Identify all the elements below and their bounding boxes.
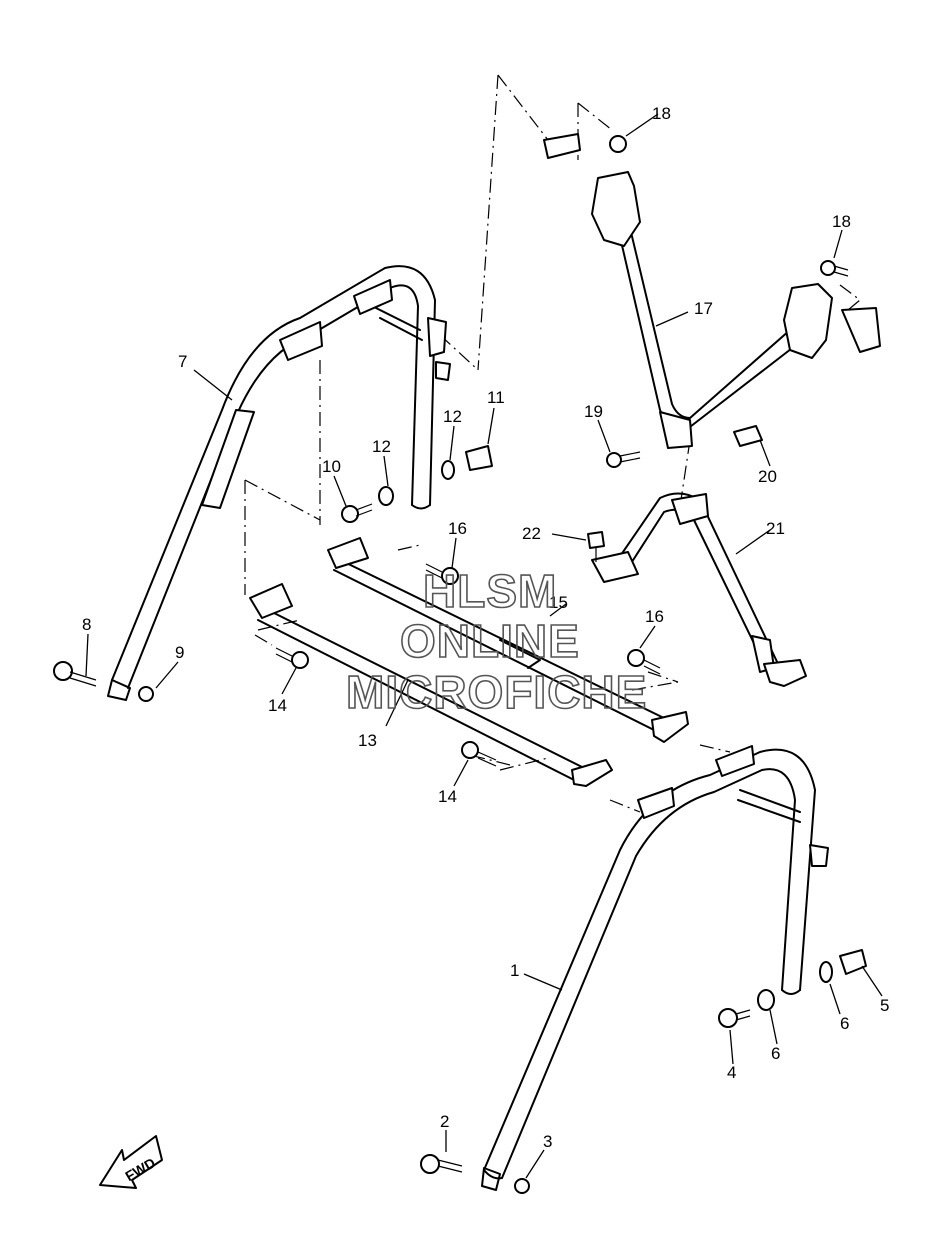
- bolt-18a: [609, 135, 627, 153]
- lower-cross-bar: [249, 583, 613, 787]
- callout-18a: 18: [652, 104, 671, 123]
- rear-cage-hoop: [107, 265, 451, 701]
- callout-10: 10: [322, 457, 341, 476]
- callout-15: 15: [549, 593, 568, 612]
- spacer-12b: [441, 460, 455, 480]
- callout-14b: 14: [438, 787, 457, 806]
- callout-1: 1: [510, 961, 519, 980]
- leader-lines: [85, 113, 883, 1179]
- callout-16a: 16: [448, 519, 467, 538]
- fwd-arrow-icon: FWD: [99, 1135, 163, 1189]
- callout-2: 2: [440, 1112, 449, 1131]
- callout-14a: 14: [268, 696, 287, 715]
- alignment-lines: [244, 74, 861, 813]
- callout-12a: 12: [372, 437, 391, 456]
- bolt-16b: [627, 649, 645, 667]
- bolt-18b: [820, 260, 836, 276]
- fasteners: [53, 135, 867, 1194]
- bolt-4: [718, 1008, 738, 1028]
- bolt-10: [341, 505, 359, 523]
- watermark: HLSM ONLINE MICROFICHE: [345, 564, 647, 719]
- bolt-22: [587, 531, 605, 549]
- callout-6b: 6: [840, 1014, 849, 1033]
- callout-numbers: 1 2 3 4 5 6 6 7 8 9 10 11 12 12 13 14 14…: [82, 104, 889, 1151]
- bolt-5: [839, 949, 867, 975]
- front-cage-hoop: [481, 745, 829, 1191]
- callout-17: 17: [694, 299, 713, 318]
- spacer-6b: [819, 961, 833, 983]
- bolt-11: [465, 445, 493, 471]
- callout-8: 8: [82, 615, 91, 634]
- bolt-16a: [441, 567, 459, 585]
- callout-22: 22: [522, 524, 541, 543]
- watermark-line-3: MICROFICHE: [346, 666, 647, 718]
- bolt-2: [420, 1154, 440, 1174]
- callout-5: 5: [880, 996, 889, 1015]
- callout-7: 7: [178, 352, 187, 371]
- callout-19: 19: [584, 402, 603, 421]
- bolt-14b: [461, 741, 479, 759]
- callout-4: 4: [727, 1063, 736, 1082]
- bolt-8: [53, 661, 73, 681]
- upper-cross-bar: [327, 537, 689, 743]
- upper-support-bracket: [543, 133, 881, 449]
- spacer-6a: [757, 989, 775, 1011]
- callout-9: 9: [175, 643, 184, 662]
- bolt-20: [733, 425, 763, 447]
- nut-3: [514, 1178, 530, 1194]
- callout-12b: 12: [443, 407, 462, 426]
- spacer-12a: [378, 486, 394, 506]
- callout-21: 21: [766, 519, 785, 538]
- callout-13: 13: [358, 731, 377, 750]
- callout-16b: 16: [645, 607, 664, 626]
- watermark-line-1: HLSM: [423, 565, 557, 617]
- callout-18b: 18: [832, 212, 851, 231]
- bolt-19: [606, 452, 622, 468]
- nut-9: [138, 686, 154, 702]
- callout-3: 3: [543, 1132, 552, 1151]
- watermark-line-2: ONLINE: [400, 615, 580, 667]
- bolt-14a: [291, 651, 309, 669]
- lower-support-bracket: [591, 492, 807, 687]
- callout-20: 20: [758, 467, 777, 486]
- callout-6a: 6: [771, 1044, 780, 1063]
- callout-11: 11: [487, 388, 505, 407]
